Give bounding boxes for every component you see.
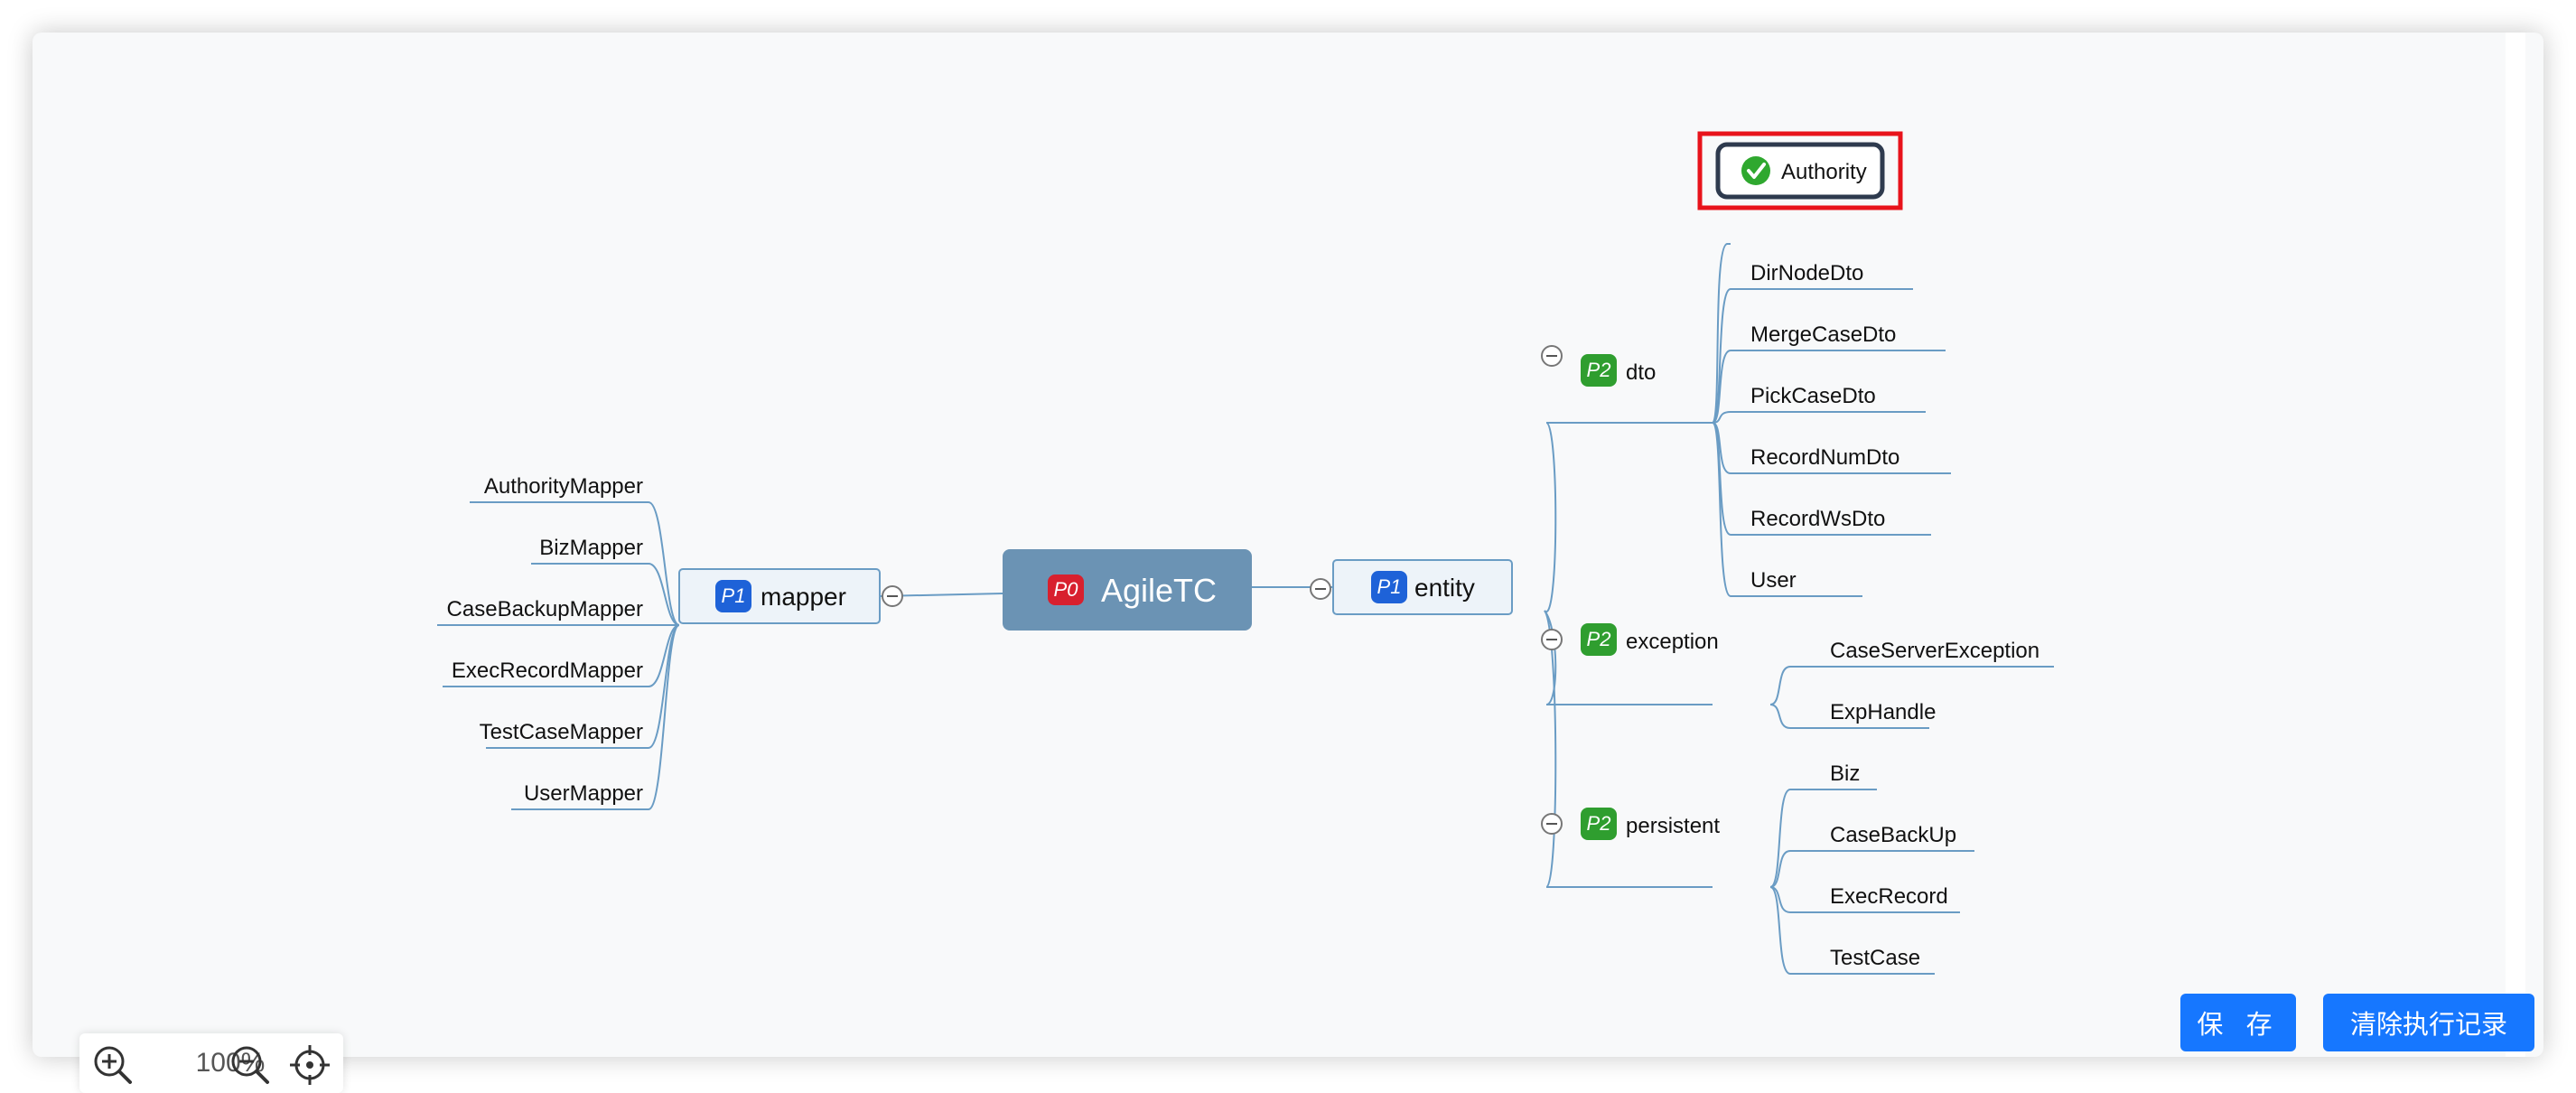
entity-node-label: entity	[1414, 574, 1475, 602]
collapse-toggle-dto[interactable]	[1541, 345, 1563, 367]
dto-node[interactable]: P2 dto	[1581, 354, 1656, 387]
branch-edge	[1769, 850, 1974, 888]
priority-badge-p1	[715, 580, 751, 612]
leaf-node[interactable]: MergeCaseDto	[1750, 322, 1896, 347]
root-node-label: AgileTC	[1101, 572, 1217, 609]
priority-badge-label: P2	[1587, 628, 1611, 650]
entity-branch-curve	[1544, 610, 1557, 888]
zoom-out-icon[interactable]	[228, 1042, 273, 1088]
leaf-node-label: CaseBackupMapper	[447, 597, 643, 621]
leaf-node[interactable]: AuthorityMapper	[484, 474, 643, 499]
leaf-node-label: ExpHandle	[1830, 700, 1936, 724]
root-node[interactable]: P0 AgileTC	[1003, 549, 1252, 631]
leaf-node[interactable]: PickCaseDto	[1750, 384, 1876, 408]
branch-edge	[1769, 886, 1960, 913]
dto-node-label: dto	[1626, 360, 1656, 385]
leaf-node[interactable]: DirNodeDto	[1750, 261, 1863, 285]
vertical-scrollbar[interactable]	[2506, 33, 2525, 1057]
check-circle-icon	[1741, 156, 1770, 185]
leaf-node-label: RecordWsDto	[1750, 507, 1885, 531]
branch-edge	[1769, 704, 1929, 729]
branch-edge	[443, 624, 680, 687]
priority-badge-p2	[1581, 354, 1617, 387]
locate-center-icon[interactable]	[287, 1042, 332, 1088]
branch-edge	[511, 624, 680, 810]
leaf-node-label: TestCase	[1830, 946, 1920, 970]
mindmap-editor: P0 AgileTC P1 mapper P1 entity P2	[33, 33, 2543, 1093]
entity-node[interactable]: P1 entity	[1332, 559, 1513, 615]
leaf-node-label: AuthorityMapper	[484, 474, 643, 499]
leaf-node[interactable]: TestCase	[1830, 946, 1920, 970]
collapse-toggle-persistent[interactable]	[1541, 813, 1563, 835]
branch-edge	[531, 563, 680, 626]
mindmap-canvas[interactable]: P0 AgileTC P1 mapper P1 entity P2	[33, 33, 2506, 1057]
highlight-box	[1697, 131, 1903, 210]
priority-badge-p0	[1048, 575, 1084, 605]
leaf-node-label: CaseServerException	[1830, 639, 2039, 663]
branch-edge	[470, 501, 680, 626]
branch-edge	[1712, 422, 1862, 597]
leaf-node[interactable]: User	[1750, 568, 1797, 593]
exception-node-label: exception	[1626, 630, 1719, 654]
entity-branch-curve	[1544, 422, 1557, 613]
branch-edge	[1769, 666, 2054, 705]
priority-badge-p2	[1581, 623, 1617, 656]
priority-badge-label: P2	[1587, 812, 1611, 835]
leaf-nodes: AuthorityMapperBizMapperCaseBackupMapper…	[447, 261, 2040, 970]
authority-node-label: Authority	[1781, 160, 1867, 184]
priority-badge-p1	[1371, 571, 1407, 603]
leaf-node[interactable]: CaseServerException	[1830, 639, 2039, 663]
leaf-node-label: CaseBackUp	[1830, 823, 1956, 847]
exception-node[interactable]: P2 exception	[1581, 623, 1719, 656]
leaf-node[interactable]: RecordNumDto	[1750, 445, 1899, 470]
leaf-node[interactable]: CaseBackUp	[1830, 823, 1956, 847]
leaf-node[interactable]: RecordWsDto	[1750, 507, 1885, 531]
zoom-controls: 100%	[79, 1033, 343, 1093]
leaf-node[interactable]: ExecRecordMapper	[452, 659, 643, 683]
priority-badge-label: P1	[1377, 575, 1402, 598]
leaf-node-label: MergeCaseDto	[1750, 322, 1896, 347]
priority-badge-label: P0	[1054, 578, 1079, 601]
branch-edge	[1712, 350, 1946, 424]
leaf-node-label: ExecRecordMapper	[452, 659, 643, 683]
leaf-node-label: UserMapper	[524, 781, 643, 806]
leaf-node-label: RecordNumDto	[1750, 445, 1899, 470]
clear-execution-records-button[interactable]: 清除执行记录	[2323, 994, 2534, 1051]
leaf-node[interactable]: CaseBackupMapper	[447, 597, 643, 621]
priority-badge-label: P1	[722, 584, 746, 607]
authority-node-selected[interactable]: Authority	[1697, 131, 1903, 210]
entity-branch-curve	[1544, 610, 1557, 705]
leaf-node[interactable]: UserMapper	[524, 781, 643, 806]
save-button[interactable]: 保 存	[2180, 994, 2296, 1051]
branch-edge	[1712, 288, 1913, 424]
branch-edge	[1769, 789, 1877, 888]
leaf-node-label: ExecRecord	[1830, 884, 1948, 909]
leaf-node[interactable]: BizMapper	[539, 536, 643, 560]
zoom-in-icon[interactable]	[90, 1042, 135, 1088]
collapse-toggle-exception[interactable]	[1541, 629, 1563, 650]
priority-badge-label: P2	[1587, 359, 1611, 381]
leaf-node-label: User	[1750, 568, 1797, 593]
collapse-toggle-mapper[interactable]	[882, 585, 903, 607]
branch-edge	[1769, 886, 1935, 975]
leaf-node[interactable]: Biz	[1830, 761, 1860, 786]
leaf-node[interactable]: ExecRecord	[1830, 884, 1948, 909]
dto-to-authority-edge	[1712, 243, 1731, 424]
branch-edge	[1712, 411, 1926, 424]
leaf-node-label: Biz	[1830, 761, 1860, 786]
leaf-node[interactable]: ExpHandle	[1830, 700, 1936, 724]
leaf-node-label: DirNodeDto	[1750, 261, 1863, 285]
mapper-node-label: mapper	[761, 583, 846, 611]
leaf-node[interactable]: TestCaseMapper	[480, 720, 643, 744]
leaf-node-label: PickCaseDto	[1750, 384, 1876, 408]
persistent-node[interactable]: P2 persistent	[1581, 808, 1720, 840]
leaf-node-label: TestCaseMapper	[480, 720, 643, 744]
persistent-node-label: persistent	[1626, 814, 1720, 838]
leaf-node-label: BizMapper	[539, 536, 643, 560]
mapper-node[interactable]: P1 mapper	[678, 568, 881, 624]
priority-badge-p2	[1581, 808, 1617, 840]
collapse-toggle-entity[interactable]	[1310, 578, 1331, 600]
